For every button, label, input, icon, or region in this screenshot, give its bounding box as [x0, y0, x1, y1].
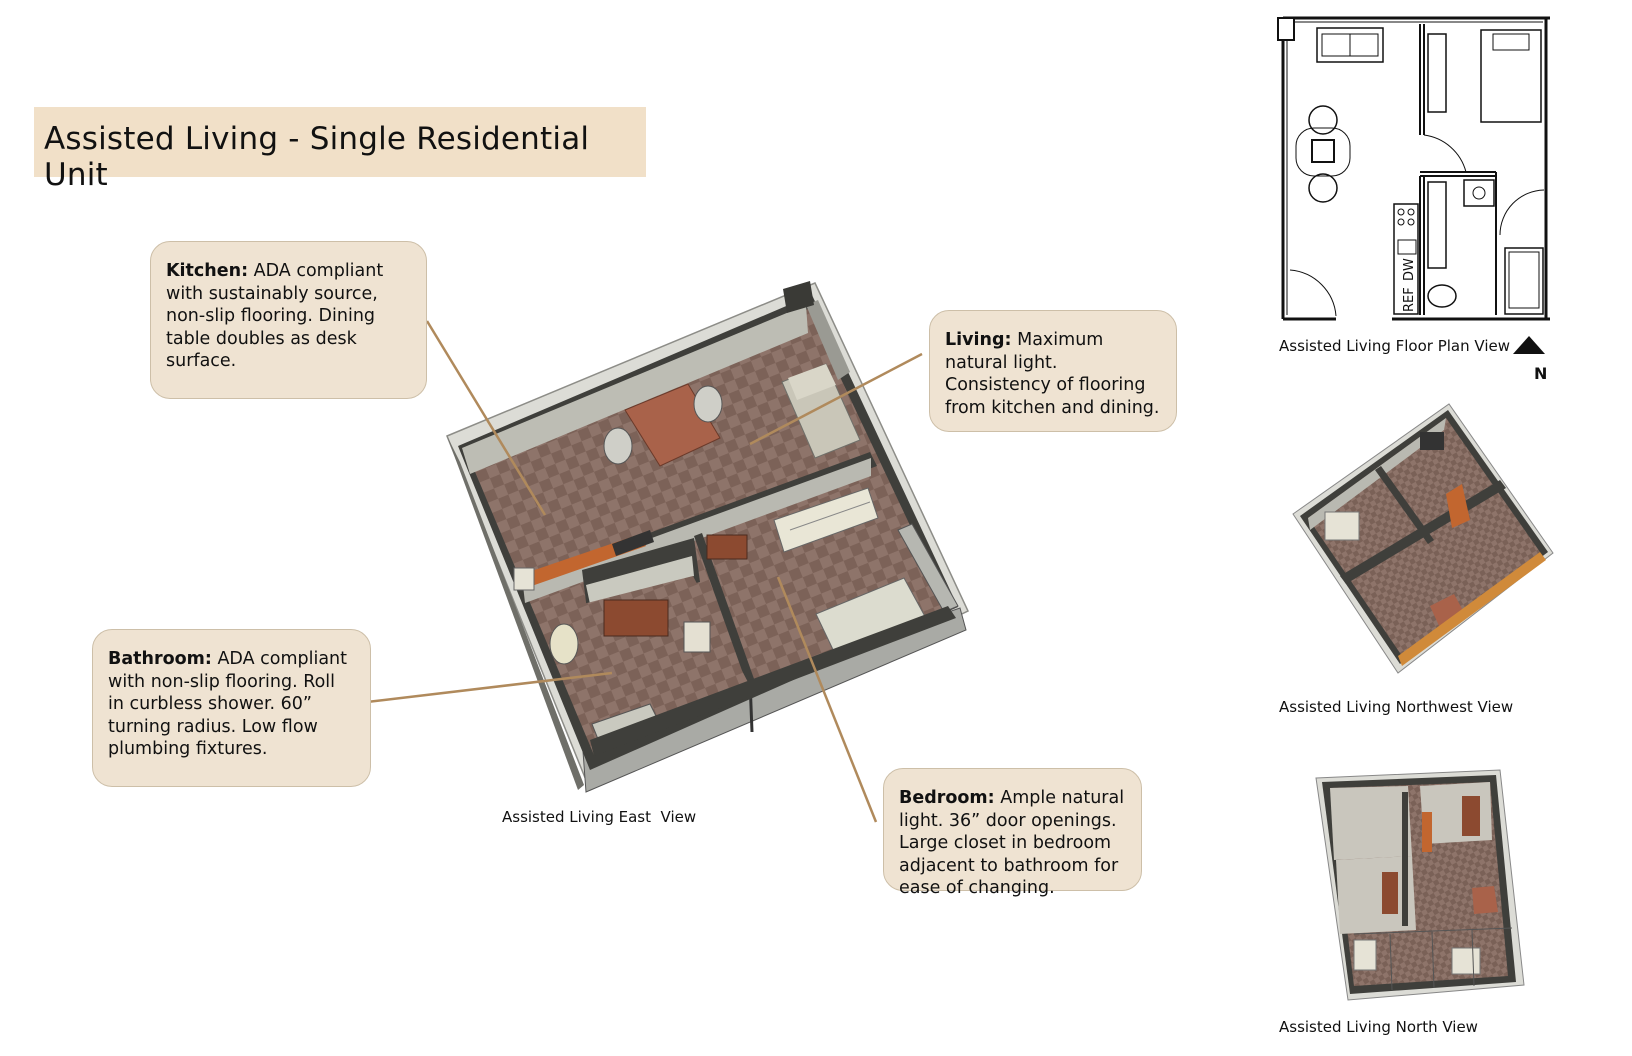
kitchen-text: ADA compliant with sustainably source, n… [166, 261, 384, 372]
bedroom-text: Ample natural light. 36” door openings. … [899, 788, 1125, 899]
kitchen-heading: Kitchen: [166, 261, 249, 281]
kitchen-callout: Kitchen: ADA compliant with sustainably … [150, 241, 427, 399]
bedroom-heading: Bedroom: [899, 788, 995, 808]
floor-plan [1277, 16, 1550, 321]
bathroom-text: ADA compliant with non-slip flooring. Ro… [108, 649, 348, 760]
northwest-view-caption: Assisted Living Northwest View [1279, 698, 1514, 716]
title-banner: Assisted Living - Single Residential Uni… [34, 107, 646, 193]
living-heading: Living: [945, 330, 1012, 350]
bathroom-callout: Bathroom: ADA compliant with non-slip fl… [92, 629, 371, 787]
dishwasher-label: DW [1402, 258, 1417, 281]
leader-lines [366, 320, 923, 823]
living-callout: Living: Maximum natural light. Consisten… [929, 310, 1177, 432]
page-title: Assisted Living - Single Residential Uni… [44, 121, 590, 193]
living-leader [749, 352, 923, 446]
floor-plan-caption: Assisted Living Floor Plan View [1279, 337, 1510, 355]
living-text: Maximum natural light. Consistency of fl… [945, 330, 1160, 418]
bathroom-heading: Bathroom: [108, 649, 212, 669]
north-view-caption: Assisted Living North View [1279, 1018, 1478, 1036]
bedroom-callout: Bedroom: Ample natural light. 36” door o… [883, 768, 1142, 898]
bathroom-leader [366, 671, 613, 704]
northwest-view-model [1292, 403, 1554, 674]
kitchen-leader [425, 320, 547, 516]
bedroom-leader [776, 576, 878, 823]
north-view-model [1315, 769, 1525, 1001]
north-arrow-icon [1513, 336, 1545, 354]
refrigerator-label: REF [1402, 287, 1417, 312]
north-label: N [1534, 364, 1548, 383]
east-view-caption: Assisted Living East View [502, 808, 697, 826]
east-view-model [446, 281, 969, 793]
